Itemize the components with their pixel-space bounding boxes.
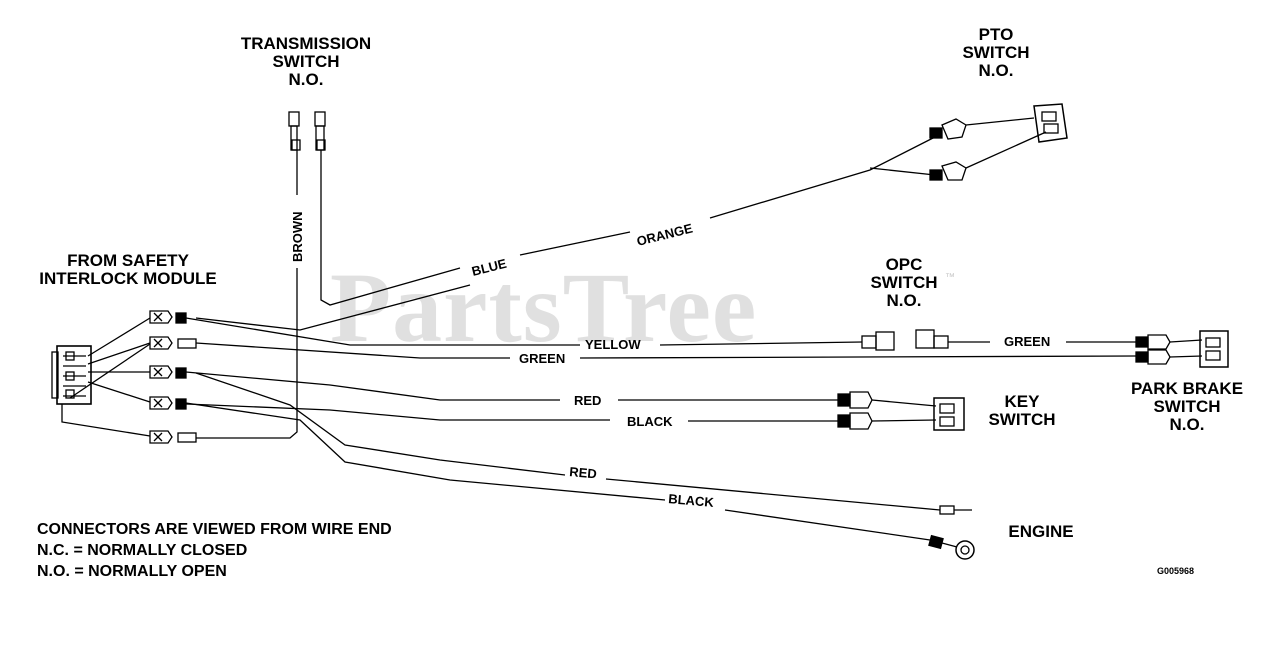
watermark-trademark: ™ xyxy=(945,272,955,283)
engine-label: ENGINE xyxy=(1008,522,1074,541)
terminal-2 xyxy=(149,336,197,350)
terminal-4 xyxy=(149,396,187,410)
park-brake-connector-2 xyxy=(1135,349,1171,365)
wire-label-yellow: YELLOW xyxy=(585,337,641,352)
transmission-switch-label: TRANSMISSION SWITCH N.O. xyxy=(240,34,372,89)
terminal-5 xyxy=(149,430,197,444)
pto-switch xyxy=(1033,103,1068,143)
engine-ring-terminal xyxy=(928,534,975,560)
wire-label-black-key: BLACK xyxy=(627,414,673,429)
legend-notes: CONNECTORS ARE VIEWED FROM WIRE END N.C.… xyxy=(37,519,392,582)
wire-label-blue: BLUE xyxy=(470,256,508,279)
pto-connector-2 xyxy=(929,161,967,181)
interlock-module-connector xyxy=(51,345,92,405)
key-connector-1 xyxy=(837,391,873,409)
park-brake-switch xyxy=(1199,330,1229,368)
wire-label-brown: BROWN xyxy=(290,211,305,262)
wire-label-black-engine: BLACK xyxy=(668,491,715,510)
pto-switch-label: PTO SWITCH N.O. xyxy=(962,25,1030,80)
terminal-1 xyxy=(149,310,187,324)
note-line: N.O. = NORMALLY OPEN xyxy=(37,563,227,580)
pto-connector-1 xyxy=(929,118,967,140)
terminal-3 xyxy=(149,365,187,379)
note-line: N.C. = NORMALLY CLOSED xyxy=(37,542,248,559)
park-brake-connector-1 xyxy=(1135,334,1171,350)
opc-switch-label: OPC SWITCH N.O. xyxy=(870,255,938,310)
wire-label-orange: ORANGE xyxy=(635,220,694,248)
note-line: CONNECTORS ARE VIEWED FROM WIRE END xyxy=(37,521,392,538)
key-switch xyxy=(933,397,965,431)
wire-label-red-engine: RED xyxy=(569,464,598,481)
transmission-switch-connectors xyxy=(288,111,326,151)
wire-label-green-mid: GREEN xyxy=(519,351,565,366)
wire-label-red-key: RED xyxy=(574,393,601,408)
key-connector-2 xyxy=(837,412,873,430)
safety-module-label: FROM SAFETY INTERLOCK MODULE xyxy=(39,251,217,288)
key-switch-label: KEY SWITCH xyxy=(988,392,1056,429)
drawing-code: G005968 xyxy=(1157,566,1195,576)
engine-pin-terminal xyxy=(939,505,972,515)
wire-label-green-top: GREEN xyxy=(1004,334,1050,349)
opc-switch-connectors xyxy=(861,329,949,351)
park-brake-switch-label: PARK BRAKE SWITCH N.O. xyxy=(1130,379,1244,434)
